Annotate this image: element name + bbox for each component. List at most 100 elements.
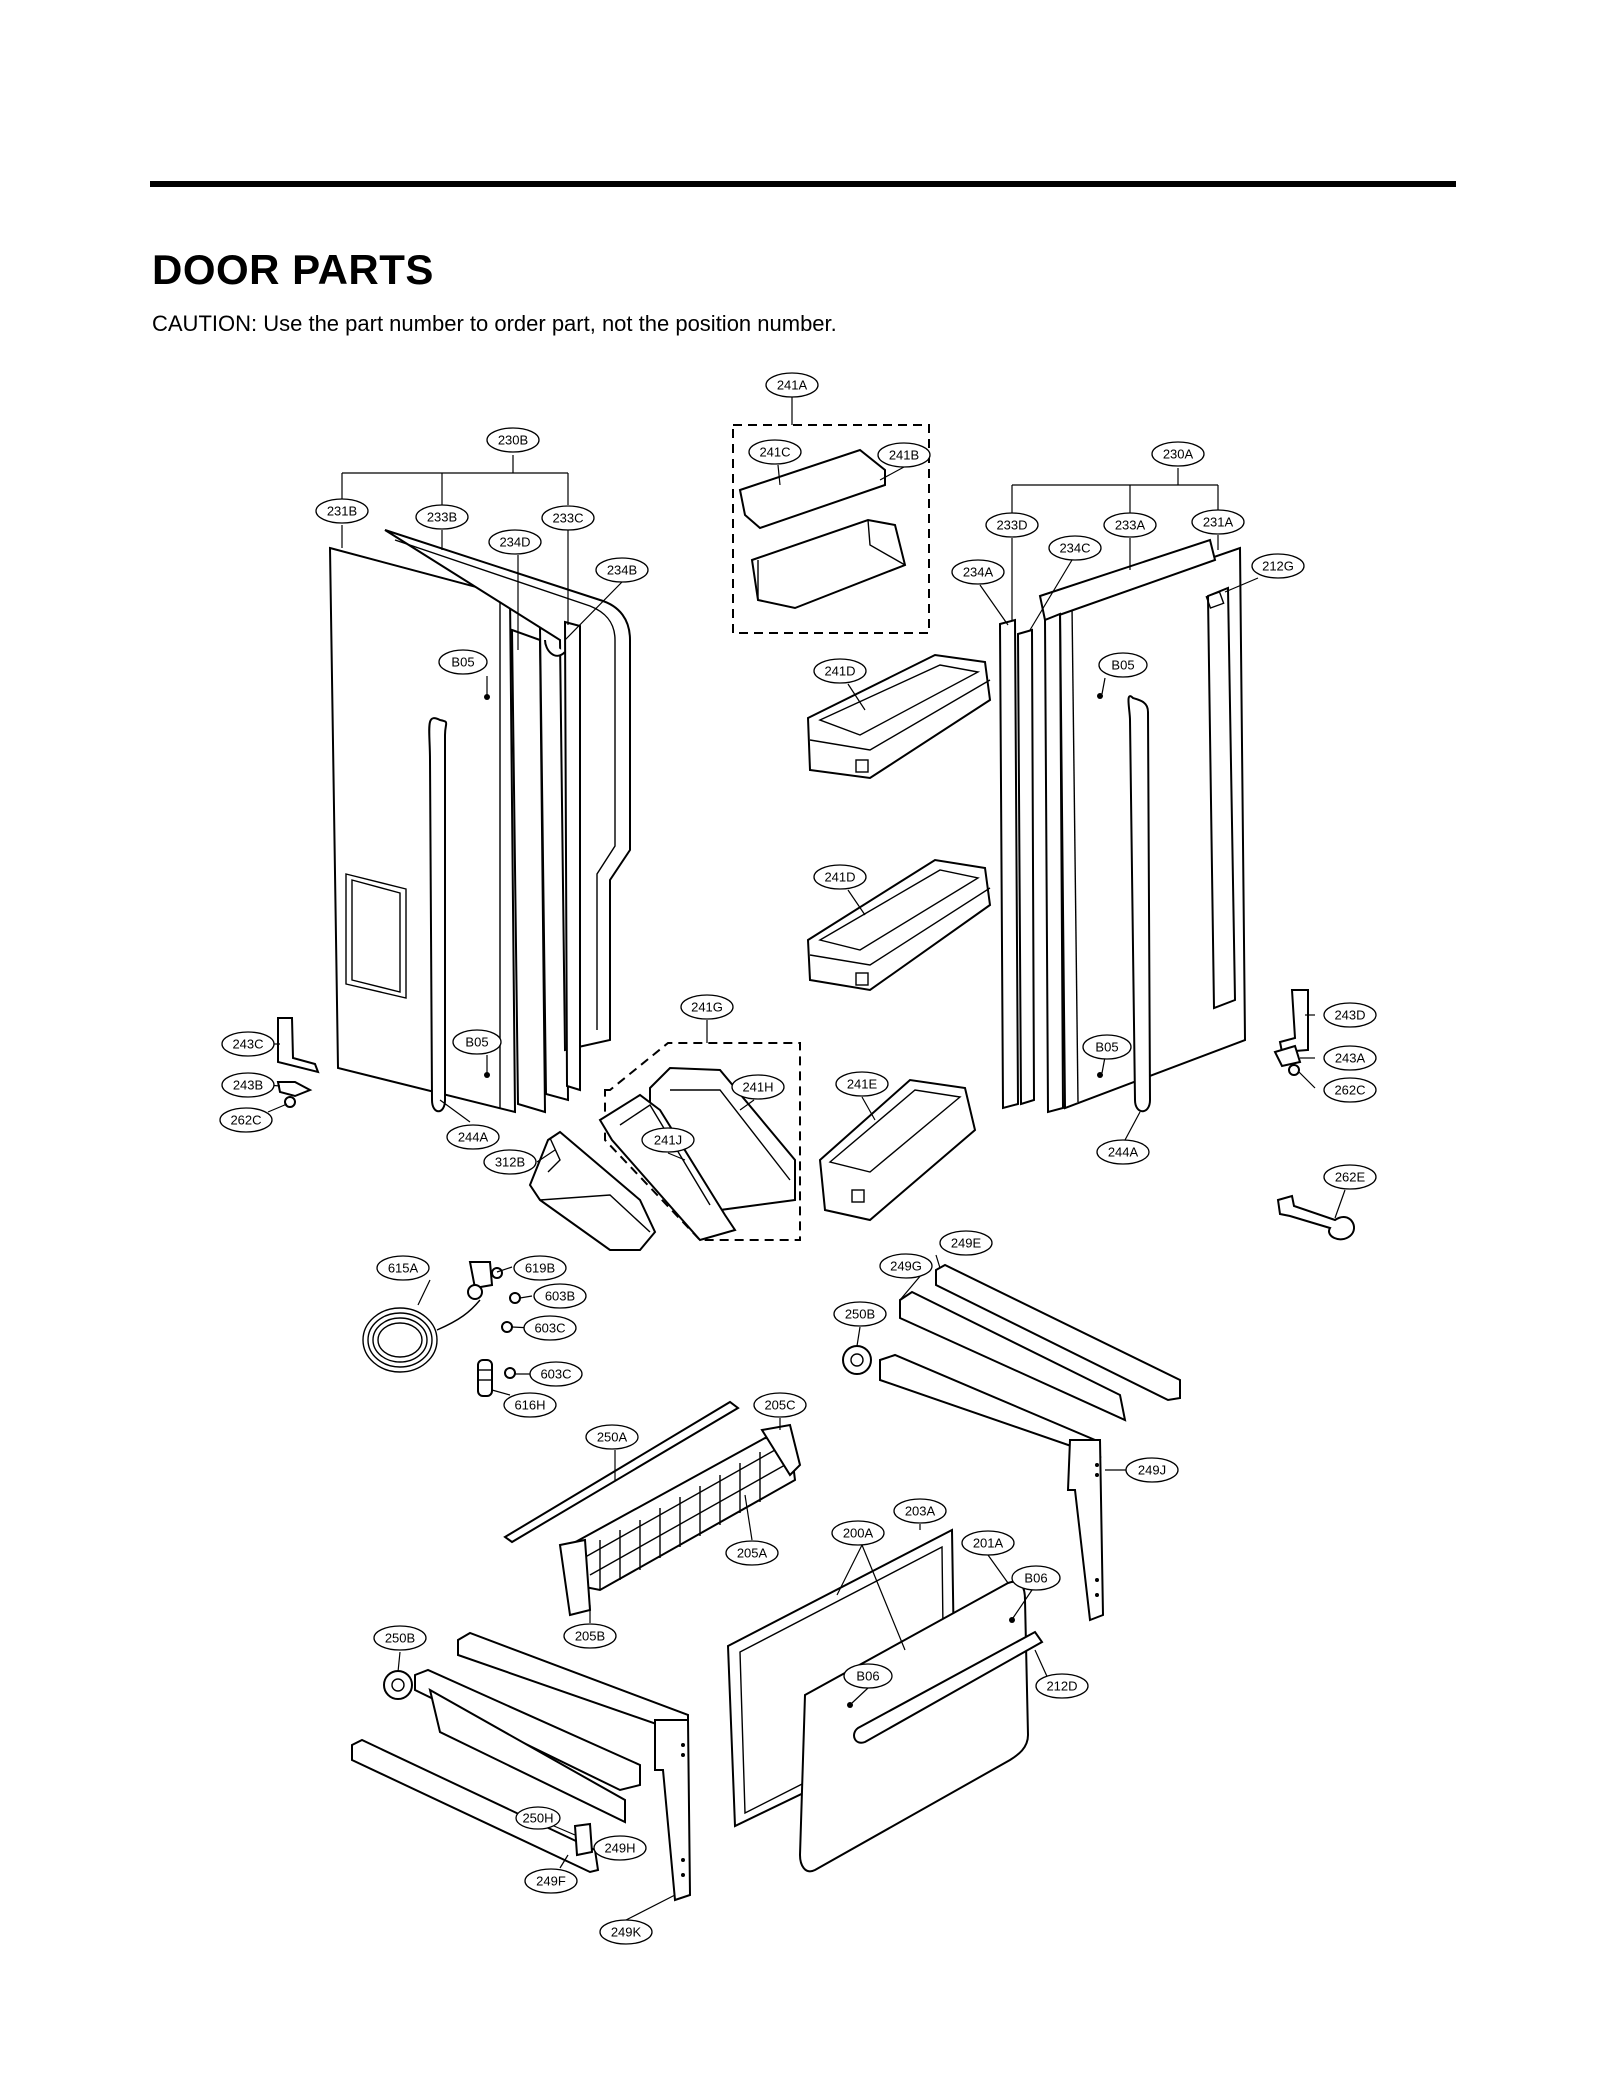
callout-203A: 203A bbox=[893, 1498, 947, 1524]
callout-250B-left: 250B bbox=[373, 1625, 427, 1651]
svg-text:244A: 244A bbox=[458, 1130, 489, 1145]
svg-text:262E: 262E bbox=[1335, 1170, 1366, 1185]
right-door-assembly bbox=[998, 538, 1247, 1114]
callout-615A: 615A bbox=[376, 1255, 430, 1281]
callout-234A: 234A bbox=[951, 559, 1005, 585]
callout-234D: 234D bbox=[488, 529, 542, 555]
svg-text:249E: 249E bbox=[951, 1236, 982, 1251]
callout-205A: 205A bbox=[725, 1540, 779, 1566]
callout-249F: 249F bbox=[524, 1868, 578, 1894]
svg-text:250B: 250B bbox=[385, 1631, 415, 1646]
svg-text:234B: 234B bbox=[607, 563, 637, 578]
callout-B06-lower: B06 bbox=[843, 1663, 893, 1689]
callout-241H: 241H bbox=[731, 1074, 785, 1100]
callout-B05-right-upper: B05 bbox=[1098, 652, 1148, 678]
svg-text:B05: B05 bbox=[465, 1035, 488, 1050]
wrench-262E bbox=[1276, 1194, 1355, 1241]
svg-text:B06: B06 bbox=[1024, 1571, 1047, 1586]
callout-231B: 231B bbox=[315, 498, 369, 524]
svg-text:233D: 233D bbox=[996, 518, 1027, 533]
fitting-616H bbox=[477, 1359, 493, 1397]
svg-text:233B: 233B bbox=[427, 510, 457, 525]
callout-241G: 241G bbox=[680, 994, 734, 1020]
callout-262E: 262E bbox=[1323, 1164, 1377, 1190]
svg-text:616H: 616H bbox=[514, 1398, 545, 1413]
svg-text:B05: B05 bbox=[451, 655, 474, 670]
svg-text:205A: 205A bbox=[737, 1546, 768, 1561]
svg-text:249K: 249K bbox=[611, 1925, 642, 1940]
callout-241A: 241A bbox=[765, 372, 819, 398]
svg-text:262C: 262C bbox=[230, 1113, 261, 1128]
svg-text:249J: 249J bbox=[1138, 1463, 1166, 1478]
svg-text:249H: 249H bbox=[604, 1841, 635, 1856]
svg-text:250H: 250H bbox=[522, 1811, 553, 1826]
gear-250B-right bbox=[842, 1345, 872, 1375]
callout-212D: 212D bbox=[1035, 1673, 1089, 1699]
svg-text:231B: 231B bbox=[327, 504, 357, 519]
ring-603C-upper bbox=[501, 1321, 513, 1333]
callout-243D: 243D bbox=[1323, 1002, 1377, 1028]
svg-text:205B: 205B bbox=[575, 1629, 605, 1644]
svg-text:241D: 241D bbox=[824, 870, 855, 885]
callout-249G: 249G bbox=[879, 1253, 933, 1279]
svg-text:619B: 619B bbox=[525, 1261, 555, 1276]
header-rule bbox=[150, 181, 1456, 187]
svg-text:249G: 249G bbox=[890, 1259, 922, 1274]
svg-text:241J: 241J bbox=[654, 1133, 682, 1148]
callout-241C: 241C bbox=[748, 439, 802, 465]
svg-text:241E: 241E bbox=[847, 1077, 878, 1092]
callout-212G: 212G bbox=[1251, 553, 1305, 579]
callout-262C-left: 262C bbox=[219, 1107, 273, 1133]
svg-text:262C: 262C bbox=[1334, 1083, 1365, 1098]
door-bin-group-241G bbox=[598, 1042, 801, 1242]
svg-text:201A: 201A bbox=[973, 1536, 1004, 1551]
callout-603B: 603B bbox=[533, 1283, 587, 1309]
svg-text:250A: 250A bbox=[597, 1430, 628, 1445]
callout-B06-upper: B06 bbox=[1011, 1565, 1061, 1591]
svg-text:B05: B05 bbox=[1095, 1040, 1118, 1055]
right-hinge-parts bbox=[1273, 989, 1309, 1076]
svg-text:234A: 234A bbox=[963, 565, 994, 580]
callout-B05-left-upper: B05 bbox=[438, 649, 488, 675]
ring-603C-lower bbox=[504, 1367, 516, 1379]
callout-243B: 243B bbox=[221, 1072, 275, 1098]
callout-249H: 249H bbox=[593, 1835, 647, 1861]
bin-312B bbox=[528, 1130, 657, 1251]
svg-text:212D: 212D bbox=[1046, 1679, 1077, 1694]
svg-text:250B: 250B bbox=[845, 1307, 875, 1322]
callout-250H: 250H bbox=[515, 1806, 561, 1830]
callout-241E: 241E bbox=[835, 1071, 889, 1097]
svg-text:233A: 233A bbox=[1115, 518, 1146, 533]
door-bin-241D-lower bbox=[806, 858, 992, 992]
callout-244A-left: 244A bbox=[446, 1124, 500, 1150]
page-title: DOOR PARTS bbox=[152, 246, 434, 293]
svg-text:615A: 615A bbox=[388, 1261, 419, 1276]
svg-text:234D: 234D bbox=[499, 535, 530, 550]
callout-603C-lower: 603C bbox=[529, 1361, 583, 1387]
svg-text:243D: 243D bbox=[1334, 1008, 1365, 1023]
svg-text:241H: 241H bbox=[742, 1080, 773, 1095]
door-bin-241E bbox=[818, 1078, 977, 1222]
callout-249J: 249J bbox=[1125, 1457, 1179, 1483]
caution-note: CAUTION: Use the part number to order pa… bbox=[152, 311, 837, 336]
svg-text:B05: B05 bbox=[1111, 658, 1134, 673]
callout-230B: 230B bbox=[486, 427, 540, 453]
callout-603C-upper: 603C bbox=[523, 1315, 577, 1341]
svg-text:603B: 603B bbox=[545, 1289, 575, 1304]
callout-241D-lower: 241D bbox=[813, 864, 867, 890]
svg-text:312B: 312B bbox=[495, 1155, 525, 1170]
callout-312B: 312B bbox=[483, 1149, 537, 1175]
callout-B05-right-lower: B05 bbox=[1082, 1034, 1132, 1060]
callout-233B: 233B bbox=[415, 504, 469, 530]
svg-text:212G: 212G bbox=[1262, 559, 1294, 574]
callout-233C: 233C bbox=[541, 505, 595, 531]
callout-205B: 205B bbox=[563, 1623, 617, 1649]
water-tubing-615A bbox=[362, 1299, 481, 1373]
callout-241J: 241J bbox=[641, 1127, 695, 1153]
callout-230A: 230A bbox=[1151, 441, 1205, 467]
basket-205A bbox=[558, 1423, 802, 1617]
callout-233A: 233A bbox=[1103, 512, 1157, 538]
svg-text:231A: 231A bbox=[1203, 515, 1234, 530]
svg-text:230B: 230B bbox=[498, 433, 528, 448]
svg-text:603C: 603C bbox=[540, 1367, 571, 1382]
